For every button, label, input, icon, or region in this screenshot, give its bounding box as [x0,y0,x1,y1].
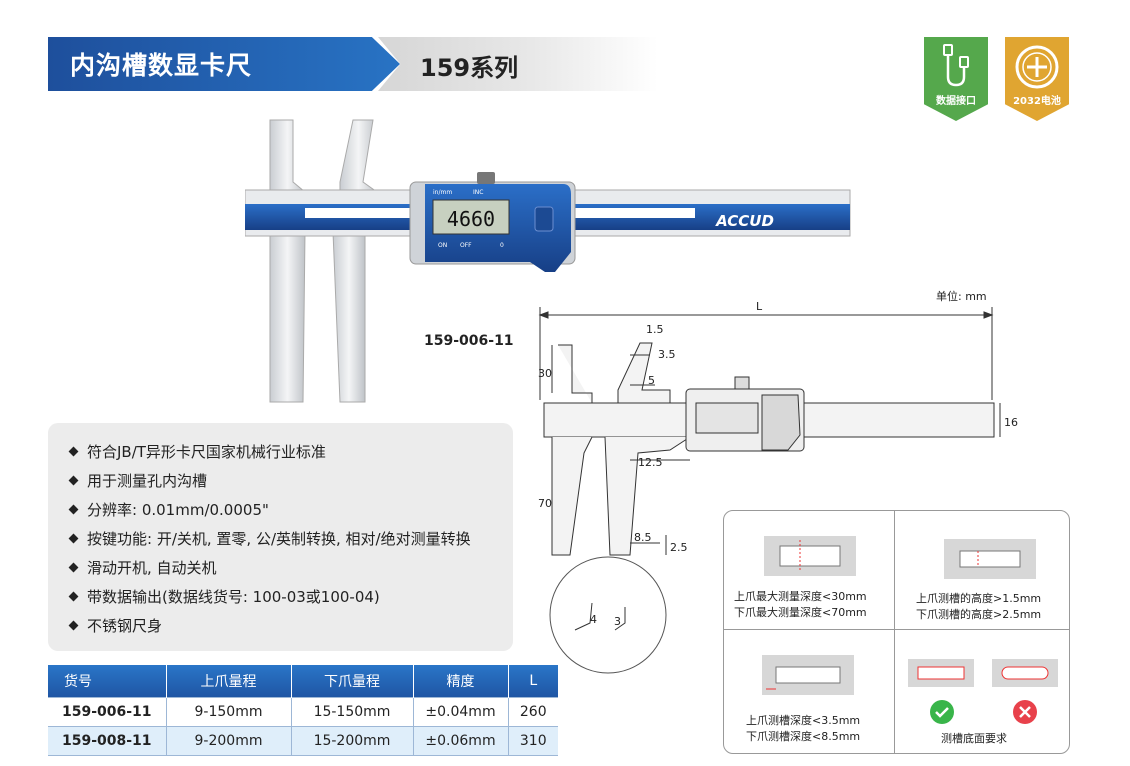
feature-item: 分辨率: 0.01mm/0.0005" [68,499,269,520]
dim-5: 5 [648,374,655,387]
spec-table: 货号 上爪量程 下爪量程 精度 L 159-006-11 9-150mm 15-… [48,665,558,756]
cell2-line2: 下爪测槽的高度>2.5mm [916,608,1042,621]
measurement-info-panel: 上爪最大测量深度<30mm 下爪最大测量深度<70mm 上爪测槽的高度>1.5m… [723,510,1070,754]
cell1-line1: 上爪最大测量深度<30mm [734,590,867,603]
coin-battery-icon [1015,45,1059,89]
feature-item: 按键功能: 开/关机, 置零, 公/英制转换, 相对/绝对测量转换 [68,528,471,549]
groove-depth-diagram [762,655,854,695]
battery-badge [1005,37,1069,121]
data-port-label: 数据接口 [936,96,976,107]
zero-label: 0 [500,242,504,249]
depth-diagram [764,536,856,576]
cell3-line1: 上爪测槽深度<3.5mm [746,714,861,727]
col-header: L [507,665,558,697]
dim-70: 70 [538,497,552,510]
check-icon [930,700,954,724]
col-header: 下爪量程 [290,665,413,697]
brand-logo: ACCUD [715,212,774,230]
features-panel [48,423,513,651]
feature-item: 不锈钢尺身 [68,615,162,636]
col-header: 精度 [412,665,508,697]
cross-icon [1013,700,1037,724]
dim-4: 4 [590,613,597,626]
table-cell: 260 [507,696,558,726]
header-banner [48,37,400,91]
product-model-label: 159-006-11 [424,333,514,349]
usb-cable-icon [943,44,969,87]
dim-2-5: 2.5 [670,541,688,554]
cell3-line2: 下爪测槽深度<8.5mm [746,730,861,743]
feature-item: 用于测量孔内沟槽 [68,470,207,491]
table-cell: 159-008-11 [48,725,166,755]
feature-item: 滑动开机, 自动关机 [68,557,217,578]
header-series-banner [378,37,658,91]
feature-item: 带数据输出(数据线货号: 100-03或100-04) [68,586,380,607]
on-label: ON [438,242,447,249]
table-cell: 15-150mm [290,696,413,726]
feature-item: 符合JB/T异形卡尺国家机械行业标准 [68,441,326,462]
table-cell: ±0.04mm [412,696,508,726]
col-header: 货号 [48,665,166,697]
unit-button-label: in/mm [433,189,452,196]
table-cell: 15-200mm [290,725,413,755]
table-row: 159-006-11 9-150mm 15-150mm ±0.04mm 260 [48,696,558,726]
technical-drawing: L 1.5 3.5 30 5 16 12.5 70 8.5 2.5 4 3 [538,300,1018,674]
table-cell: ±0.06mm [412,725,508,755]
table-row: 159-008-11 9-200mm 15-200mm ±0.06mm 310 [48,725,558,755]
dim-16: 16 [1004,416,1018,429]
lcd-reading: 4660 [447,207,495,231]
dim-12-5: 12.5 [638,456,663,469]
height-diagram [944,539,1036,579]
dim-3-5: 3.5 [658,348,676,361]
table-cell: 9-150mm [165,696,291,726]
dim-1-5: 1.5 [646,323,664,336]
flat-bottom-diagram [908,659,974,687]
col-header: 上爪量程 [165,665,291,697]
table-header-row: 货号 上爪量程 下爪量程 精度 L [48,665,558,697]
data-port-badge [924,37,988,121]
caliper-product-image: 4660 in/mm INC ON OFF 0 ACCUD [245,119,851,403]
round-bottom-diagram [992,659,1058,687]
page-title: 内沟槽数显卡尺 [70,51,253,80]
dim-L: L [756,300,763,313]
battery-label: 2032电池 [1013,96,1061,107]
dim-3: 3 [614,615,621,628]
off-label: OFF [460,242,472,249]
dim-30: 30 [538,367,552,380]
table-cell: 159-006-11 [48,696,166,726]
cell1-line2: 下爪最大测量深度<70mm [734,606,867,619]
unit-label: 单位: mm [936,290,987,303]
series-title: 159系列 [420,54,519,82]
table-cell: 310 [507,725,558,755]
dim-8-5: 8.5 [634,531,652,544]
inc-button-label: INC [473,189,483,196]
cell2-line1: 上爪测槽的高度>1.5mm [916,592,1042,605]
table-cell: 9-200mm [165,725,291,755]
cell4-line1: 测槽底面要求 [941,732,1007,745]
